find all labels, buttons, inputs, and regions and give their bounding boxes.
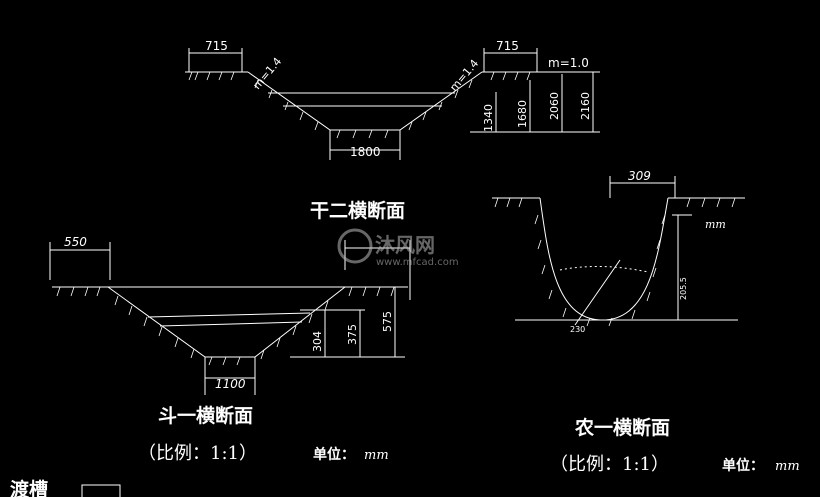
dou-yi-dim-top xyxy=(49,242,111,280)
dou-yi-dim-bottom-label: 1100 xyxy=(215,377,246,391)
gan-er-dim-1340-label: 1340 xyxy=(482,104,495,132)
gan-er-dim-top-right xyxy=(483,48,538,72)
gan-er-grass-hatch xyxy=(188,71,531,139)
dou-yi-dim-right xyxy=(290,240,411,358)
nong-yi-dim-top xyxy=(609,176,676,198)
gan-er-dim-2160-label: 2160 xyxy=(579,92,592,120)
dou-yi-scale: （比例：1:1） xyxy=(138,443,257,464)
gan-er-dim-bottom xyxy=(329,130,401,160)
dou-yi-dim-375-label: 375 xyxy=(346,324,359,345)
dou-yi-unit-label: 单位： xyxy=(313,446,355,463)
nong-yi-small-unit: mm xyxy=(705,218,726,231)
dou-yi-dim-304-label: 304 xyxy=(311,331,324,352)
dou-yi-dim-575-label: 575 xyxy=(381,311,394,332)
gan-er-dim-bottom-label: 1800 xyxy=(350,145,381,159)
dou-yi-grass-hatch xyxy=(56,286,395,366)
nong-yi-dim-top-label: 309 xyxy=(628,169,651,183)
nong-yi-scale: （比例：1:1） xyxy=(550,454,669,475)
nong-yi-unit: mm xyxy=(775,459,800,474)
gan-er-dim-top-right-label: 715 xyxy=(496,39,519,53)
watermark-brand: 沐风网 xyxy=(375,233,435,257)
dou-yi-dim-top-label: 550 xyxy=(64,235,87,249)
nong-yi-radius-line xyxy=(574,259,621,326)
nong-yi-u-channel xyxy=(539,197,669,321)
gan-er-slope-outer-label: m=1.0 xyxy=(548,56,589,70)
gan-er-slope-left-label: m=1.4 xyxy=(250,55,284,92)
nong-yi-radius-label: 230 xyxy=(570,325,585,334)
dou-yi-title: 斗一横断面 xyxy=(158,404,253,427)
du-cao-title: 渡槽 xyxy=(10,478,48,497)
gan-er-dim-vertical xyxy=(470,71,600,133)
dou-yi-unit: mm xyxy=(364,448,389,463)
dou-yi-water-line-1 xyxy=(147,312,311,318)
nong-yi-title: 农一横断面 xyxy=(574,416,670,439)
nong-yi-grass-hatch xyxy=(494,197,736,327)
gan-er-dim-top-left-label: 715 xyxy=(205,39,228,53)
gan-er-title: 干二横断面 xyxy=(310,199,405,222)
watermark-url: www.mfcad.com xyxy=(376,257,459,268)
nong-yi-water-line xyxy=(559,265,649,273)
nong-yi-dim-depth xyxy=(672,214,692,321)
gan-er-dim-1680-label: 1680 xyxy=(516,100,529,128)
watermark-logo-icon xyxy=(337,228,373,264)
dou-yi-section xyxy=(49,240,411,395)
nong-yi-unit-label: 单位： xyxy=(722,457,764,474)
gan-er-section xyxy=(185,48,600,160)
gan-er-dim-top-left xyxy=(188,48,243,72)
gan-er-dim-2060-label: 2060 xyxy=(548,92,561,120)
gan-er-slope-right-label: m=1.4 xyxy=(447,57,481,94)
dou-yi-dim-bottom xyxy=(204,357,256,395)
du-cao-sketch xyxy=(81,484,121,497)
nong-yi-depth-label: 205.5 xyxy=(679,277,688,300)
watermark: 沐风网 www.mfcad.com xyxy=(337,228,459,268)
nong-yi-section xyxy=(492,176,745,327)
gan-er-channel-outline xyxy=(247,71,483,131)
dou-yi-water-line-2 xyxy=(159,321,303,327)
